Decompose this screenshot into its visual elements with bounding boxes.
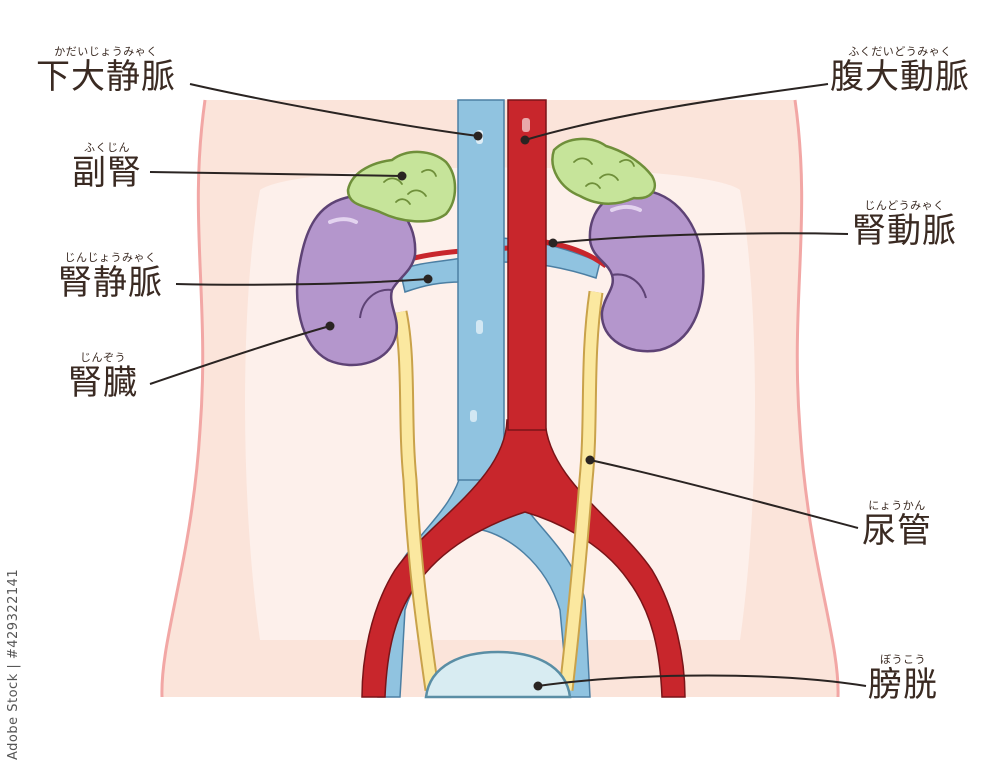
label-renal-artery: じんどうみゃく 腎動脈 bbox=[852, 200, 957, 248]
ruby-bladder: ぼうこう bbox=[868, 654, 938, 665]
ruby-renal-artery: じんどうみゃく bbox=[852, 200, 957, 211]
ruby-renal-vein: じんじょうみゃく bbox=[58, 252, 163, 263]
text-renal-artery: 腎動脈 bbox=[852, 214, 957, 248]
label-bladder: ぼうこう 膀胱 bbox=[868, 654, 938, 702]
text-bladder: 膀胱 bbox=[868, 668, 938, 702]
label-abdominal-aorta: ふくだいどうみゃく 腹大動脈 bbox=[830, 46, 970, 94]
ruby-ureter: にょうかん bbox=[862, 500, 932, 511]
label-ureter: にょうかん 尿管 bbox=[862, 500, 932, 548]
text-ureter: 尿管 bbox=[862, 514, 932, 548]
ruby-abdominal-aorta: ふくだいどうみゃく bbox=[830, 46, 970, 57]
label-kidney: じんぞう 腎臓 bbox=[68, 352, 138, 400]
text-kidney: 腎臓 bbox=[68, 366, 138, 400]
stock-watermark: Adobe Stock | #429322141 bbox=[6, 569, 21, 760]
text-adrenal-gland: 副腎 bbox=[72, 156, 142, 190]
abdominal-aorta bbox=[508, 100, 546, 430]
ruby-adrenal-gland: ふくじん bbox=[72, 142, 142, 153]
ruby-kidney: じんぞう bbox=[68, 352, 138, 363]
text-abdominal-aorta: 腹大動脈 bbox=[830, 60, 970, 94]
inferior-vena-cava bbox=[458, 100, 504, 480]
label-renal-vein: じんじょうみゃく 腎静脈 bbox=[58, 252, 163, 300]
ruby-inferior-vena-cava: かだいじょうみゃく bbox=[36, 46, 176, 57]
label-inferior-vena-cava: かだいじょうみゃく 下大静脈 bbox=[36, 46, 176, 94]
label-adrenal-gland: ふくじん 副腎 bbox=[72, 142, 142, 190]
text-renal-vein: 腎静脈 bbox=[58, 266, 163, 300]
text-inferior-vena-cava: 下大静脈 bbox=[36, 60, 176, 94]
